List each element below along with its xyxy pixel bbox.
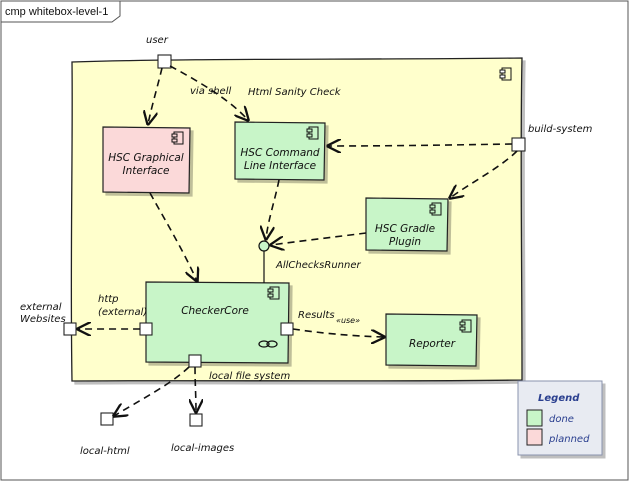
user-port[interactable] [157, 54, 172, 69]
arrow-user-to-cli [169, 65, 248, 120]
gui-component-icon [171, 131, 184, 145]
reporter-label: Reporter [409, 338, 456, 350]
diagram-title: cmp whitebox-level-1 [5, 6, 108, 18]
component-cli[interactable] [234, 121, 326, 181]
local-html-port[interactable] [100, 412, 114, 426]
gui-label-line2: Interface [122, 165, 169, 177]
core-file-port[interactable] [188, 354, 202, 368]
legend-swatch-planned [526, 428, 543, 446]
build-system-port[interactable] [511, 137, 526, 152]
legend-label-planned: planned [548, 434, 590, 445]
build-system-label: build-system [528, 124, 593, 135]
system-component-icon [499, 67, 512, 81]
component-reporter[interactable] [385, 313, 478, 367]
cli-label-line2: Line Interface [244, 160, 316, 172]
cli-component-icon [306, 126, 319, 140]
cli-label-line1: HSC Command [240, 147, 320, 159]
local-html-label: local-html [80, 446, 130, 457]
external-websites-label-line1: external [20, 302, 62, 313]
legend-swatch-done [526, 409, 543, 427]
gradle-label-line1: HSC Gradle [375, 223, 435, 235]
use-stereotype-label: «use» [336, 316, 360, 325]
ports [63, 54, 526, 427]
core-link-icon [258, 340, 278, 348]
component-gui[interactable] [102, 126, 191, 194]
local-images-label: local-images [171, 443, 234, 454]
gradle-component-icon [429, 202, 442, 216]
via-shell-label: via shell [190, 86, 231, 97]
external-websites-port[interactable] [63, 322, 77, 336]
all-checks-runner-label: AllChecksRunner [275, 260, 361, 271]
core-http-port[interactable] [139, 322, 153, 336]
diagram-title-tab: cmp whitebox-level-1 [0, 0, 121, 23]
local-images-port[interactable] [189, 413, 203, 427]
arrow-build-to-gradle [450, 150, 518, 198]
arrow-build-to-cli [328, 144, 513, 146]
http-label-line1: http [98, 294, 119, 305]
arrow-gradle-to-runner [271, 232, 367, 245]
core-label: CheckerCore [181, 305, 249, 317]
external-websites-label-line2: Websites [20, 314, 66, 325]
gui-label-line1: HSC Graphical [108, 152, 184, 164]
system-name-label: Html Sanity Check [248, 87, 342, 98]
legend-label-done: done [549, 414, 574, 425]
legend-title: Legend [538, 393, 580, 404]
arrow-core-to-local-images [195, 366, 196, 412]
reporter-component-icon [459, 319, 472, 333]
gradle-label-line2: Plugin [389, 236, 421, 248]
local-file-system-label: local file system [209, 371, 290, 382]
results-label: Results [298, 310, 335, 321]
dependency-arrows [78, 65, 518, 416]
arrow-cli-to-runner [266, 179, 280, 239]
all-checks-runner-interface[interactable] [258, 240, 270, 252]
core-results-port[interactable] [280, 322, 294, 336]
http-label-line2: (external) [98, 307, 147, 318]
arrow-user-to-gui [148, 67, 163, 124]
component-gradle-plugin[interactable] [365, 197, 449, 252]
core-component-icon [267, 286, 280, 300]
arrow-gui-to-core [149, 192, 197, 281]
user-label: user [146, 35, 169, 46]
